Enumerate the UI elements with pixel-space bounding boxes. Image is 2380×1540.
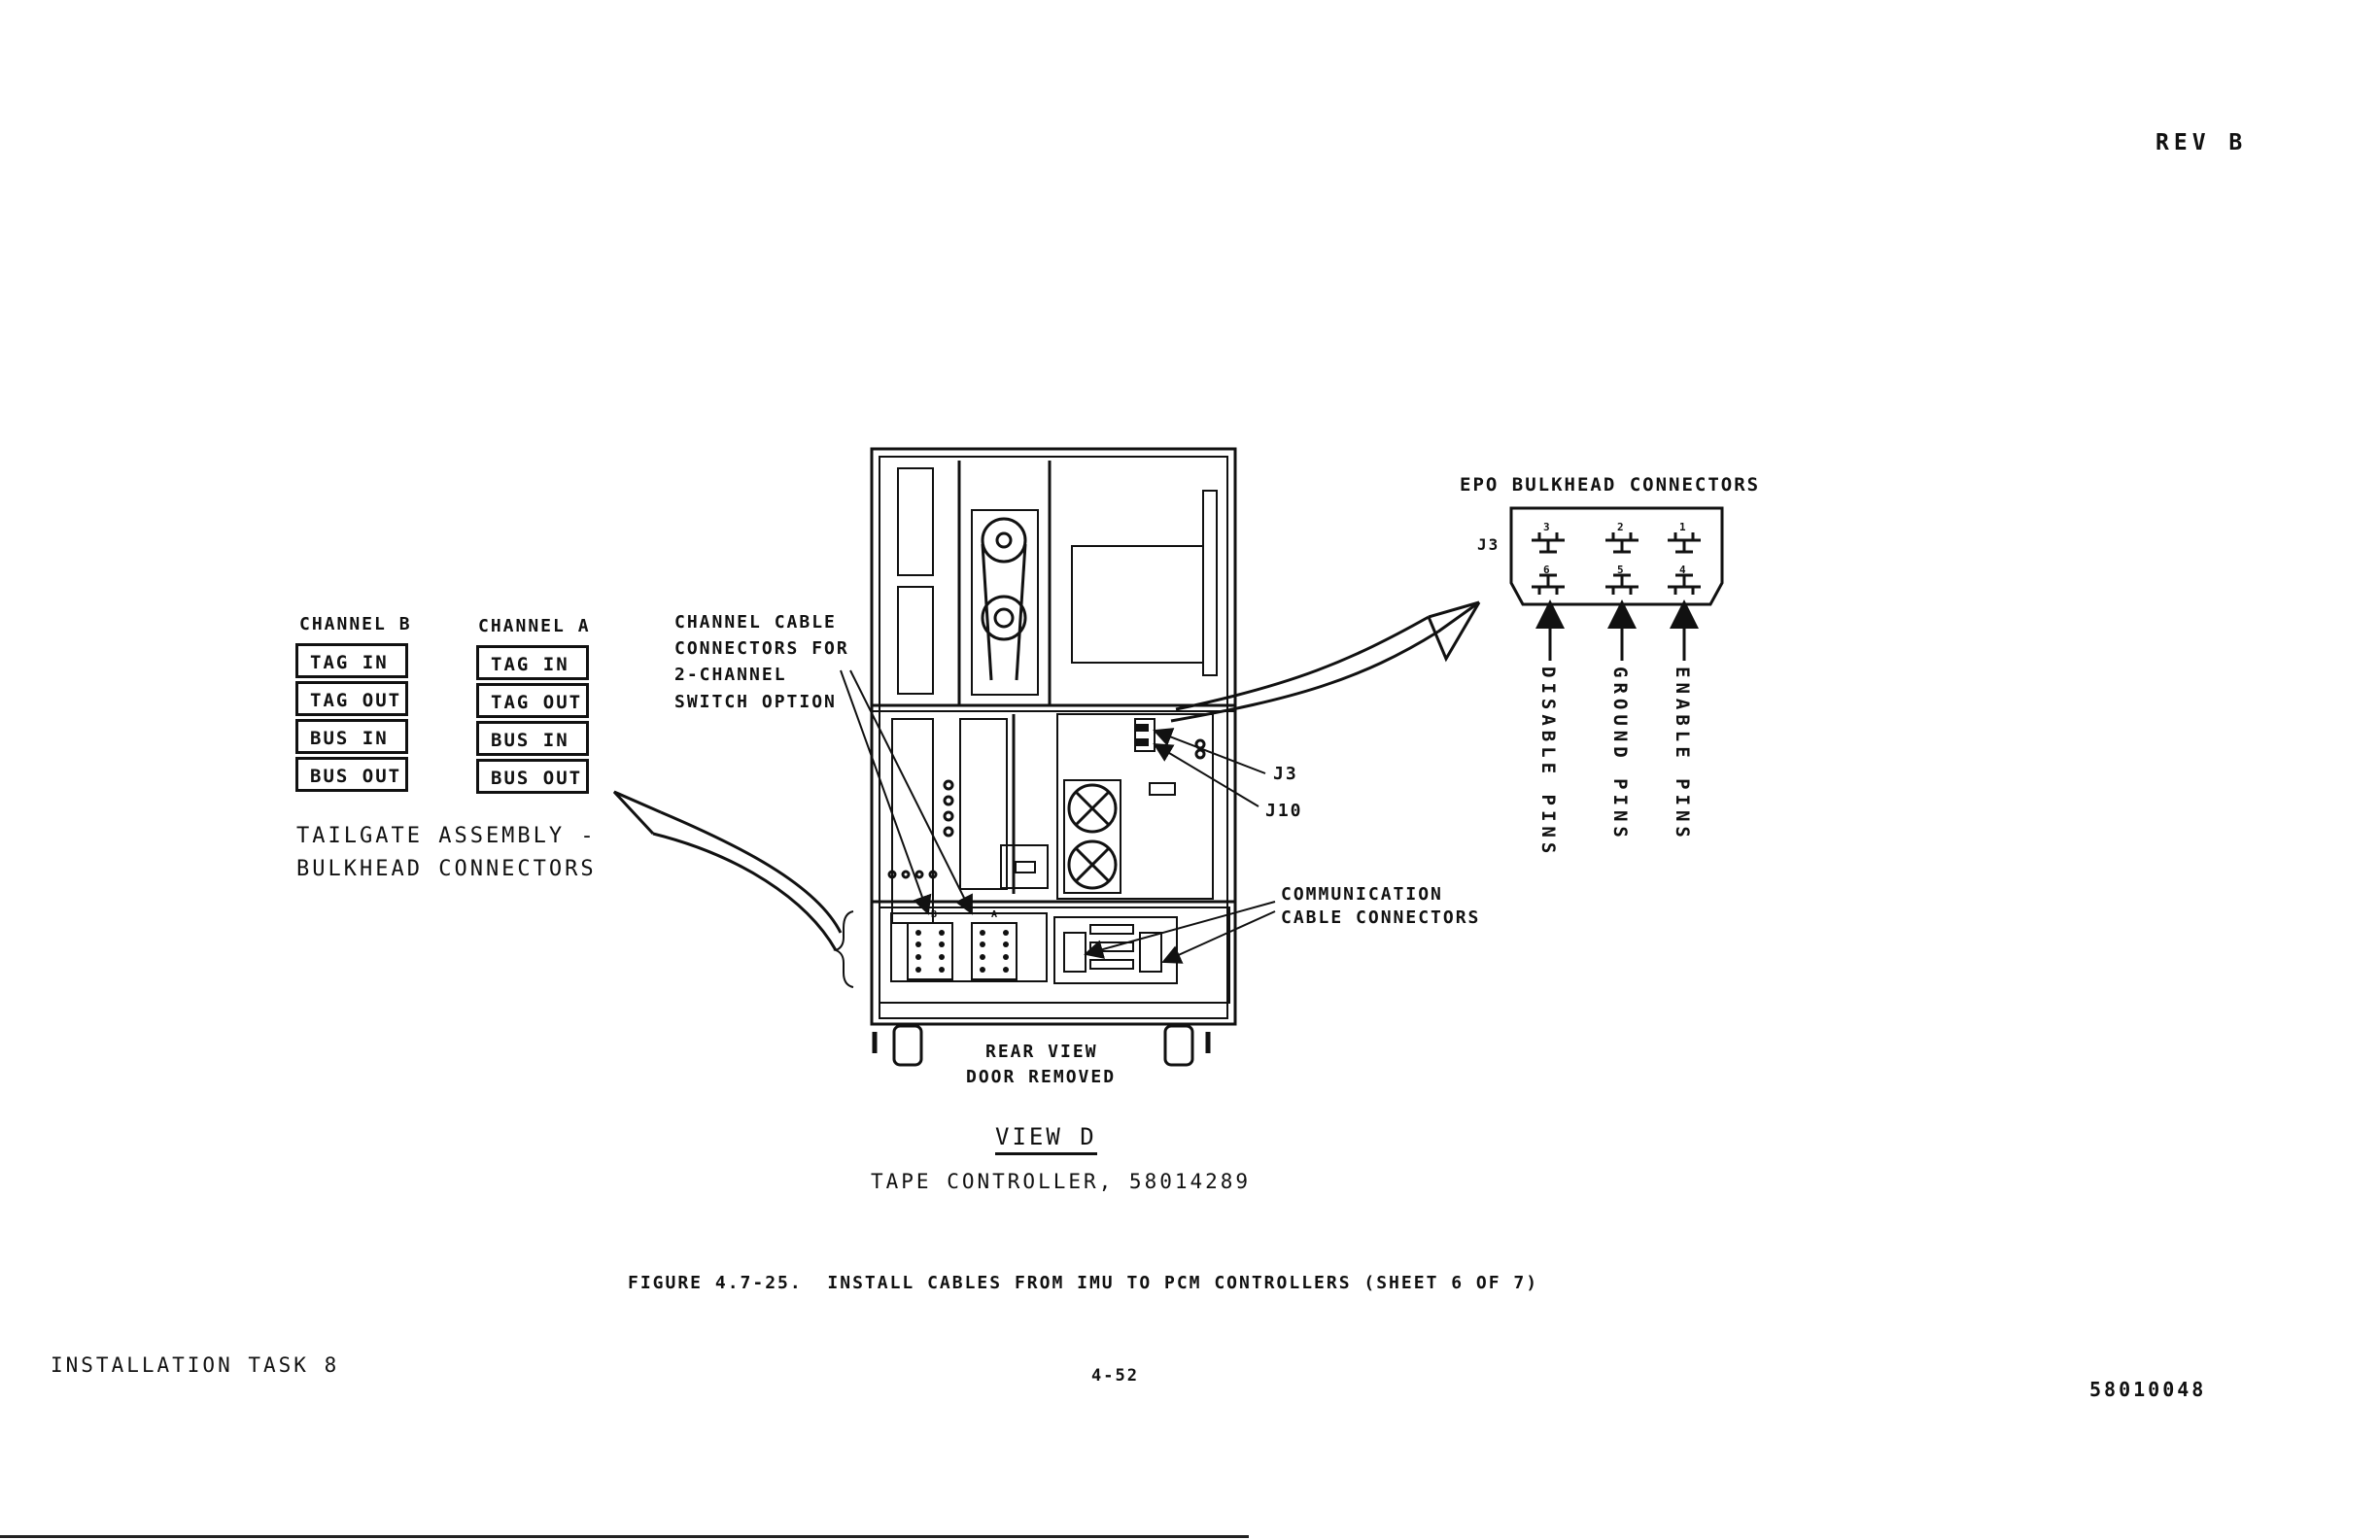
channel-b-bus-in: BUS IN [295, 719, 408, 754]
channel-cable-label-line3: 2-CHANNEL [674, 665, 787, 685]
ground-pins-label: GROUND PINS [1609, 667, 1631, 842]
enable-pins-label: ENABLE PINS [1672, 667, 1693, 842]
channel-a-bus-out: BUS OUT [476, 759, 589, 794]
channel-cable-label-line1: CHANNEL CABLE [674, 612, 837, 633]
channel-cable-label-line2: CONNECTORS FOR [674, 638, 849, 659]
epo-j3-label: J3 [1477, 535, 1500, 554]
revision-label: REV B [2156, 130, 2248, 155]
rear-view-label-line2: DOOR REMOVED [966, 1067, 1117, 1087]
channel-b-bus-out: BUS OUT [295, 757, 408, 792]
channel-a-tag-in: TAG IN [476, 645, 589, 680]
epo-pin-3: 3 [1543, 521, 1552, 533]
channel-b-tag-out: TAG OUT [295, 681, 408, 716]
j3-callout: J3 [1273, 764, 1298, 784]
channel-b-tag-in: TAG IN [295, 643, 408, 678]
bottom-rule [0, 1535, 1249, 1538]
disable-pins-label: DISABLE PINS [1537, 667, 1559, 859]
footer-task-label: INSTALLATION TASK 8 [51, 1353, 340, 1377]
view-title: VIEW D [995, 1123, 1097, 1155]
tailgate-caption-line2: BULKHEAD CONNECTORS [296, 857, 597, 881]
channel-a-mark: A [991, 909, 1000, 920]
channel-b-connectors: TAG IN TAG OUT BUS IN BUS OUT [295, 643, 408, 795]
channel-a-tag-out: TAG OUT [476, 683, 589, 718]
tailgate-caption-line1: TAILGATE ASSEMBLY - [296, 824, 597, 848]
document-number: 58010048 [2089, 1378, 2207, 1401]
view-subtitle: TAPE CONTROLLER, 58014289 [871, 1170, 1252, 1193]
channel-cable-label-line4: SWITCH OPTION [674, 692, 837, 712]
channel-a-connectors: TAG IN TAG OUT BUS IN BUS OUT [476, 645, 589, 797]
epo-pin-1: 1 [1679, 521, 1688, 533]
channel-a-bus-in: BUS IN [476, 721, 589, 756]
epo-pin-4: 4 [1679, 564, 1688, 576]
epo-pin-2: 2 [1617, 521, 1626, 533]
j10-callout: J10 [1265, 801, 1303, 821]
channel-b-mark: B [931, 909, 940, 920]
epo-pin-6: 6 [1543, 564, 1552, 576]
epo-title: EPO BULKHEAD CONNECTORS [1460, 474, 1761, 496]
channel-a-title: CHANNEL A [478, 616, 591, 636]
page-number: 4-52 [1091, 1366, 1139, 1386]
communication-label-line1: COMMUNICATION [1281, 884, 1443, 905]
communication-label-line2: CABLE CONNECTORS [1281, 907, 1481, 928]
epo-pin-5: 5 [1617, 564, 1626, 576]
figure-caption: FIGURE 4.7-25. INSTALL CABLES FROM IMU T… [628, 1273, 1539, 1293]
channel-b-title: CHANNEL B [299, 614, 412, 634]
rear-view-label-line1: REAR VIEW [985, 1042, 1098, 1062]
